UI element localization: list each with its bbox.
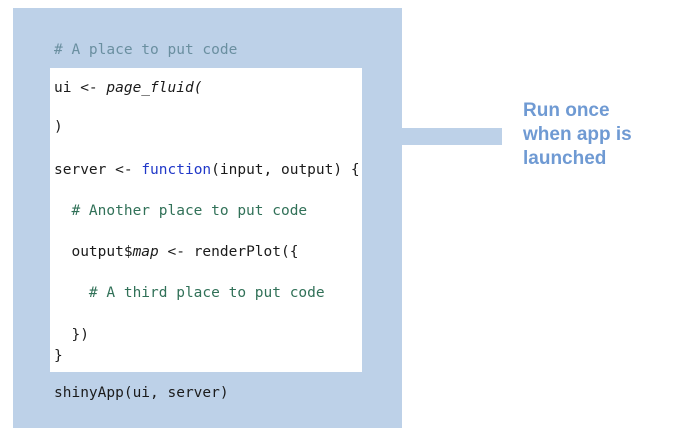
code-line-shinyapp-call: shinyApp(ui, server) <box>54 385 229 401</box>
annotation-run-once: Run once when app is launched <box>523 99 632 171</box>
annotation-line-3: launched <box>523 148 607 169</box>
code-text-renderplot: <- renderPlot({ <box>158 244 299 260</box>
code-keyword-function: function <box>141 162 212 178</box>
comment-third-place: # A third place to put code <box>54 285 325 301</box>
code-text-server-assign: server <- <box>54 162 142 178</box>
code-line-ui-assignment: ui <- page_fluid( <box>54 79 202 97</box>
code-text-output-dollar: output$ <box>54 244 133 260</box>
code-field-map: map <box>132 244 159 260</box>
code-text-function-args: (input, output) { <box>211 162 360 178</box>
comment-a-place-to-put-code: # A place to put code <box>54 42 238 58</box>
annotation-line-1: Run once <box>523 100 610 121</box>
annotation-line-2: when app is <box>523 124 632 145</box>
code-line-close-paren: ) <box>54 119 63 135</box>
code-line-output-map: output$map <- renderPlot({ <box>54 243 298 261</box>
code-text-ui-assign: ui <- <box>54 80 107 96</box>
code-function-page-fluid: page_fluid( <box>106 80 203 96</box>
code-line-close-server-brace: } <box>54 348 63 364</box>
code-line-server-assignment: server <- function(input, output) { <box>54 161 360 179</box>
annotation-connector-bar <box>400 128 502 145</box>
code-line-close-renderplot: }) <box>54 327 89 343</box>
ui-server-code-box <box>50 68 362 372</box>
comment-another-place: # Another place to put code <box>54 203 308 219</box>
